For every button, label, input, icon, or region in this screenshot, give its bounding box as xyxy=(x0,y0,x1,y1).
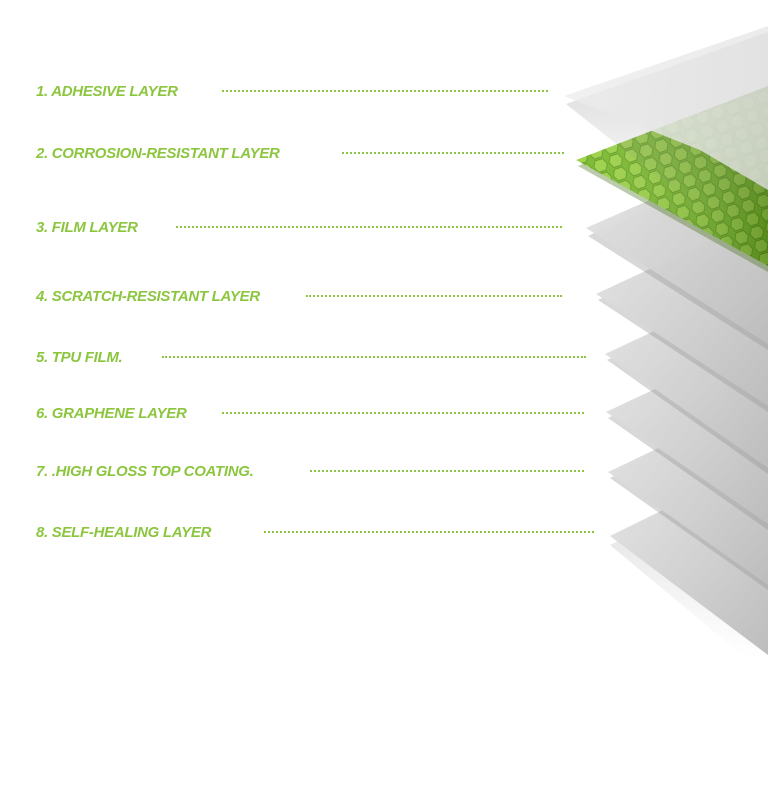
layer-label-1: 1. ADHESIVE LAYER xyxy=(36,82,178,100)
layer-label-3: 3. FILM LAYER xyxy=(36,218,138,236)
leader-line-7 xyxy=(310,470,584,472)
layer-label-row-4: 4. SCRATCH-RESISTANT LAYER xyxy=(36,285,562,307)
layer-label-2: 2. CORROSION-RESISTANT LAYER xyxy=(36,144,280,162)
layer-label-row-1: 1. ADHESIVE LAYER xyxy=(36,80,548,102)
layer-label-row-7: 7. .HIGH GLOSS TOP COATING. xyxy=(36,460,584,482)
layer-label-6: 6. GRAPHENE LAYER xyxy=(36,404,187,422)
leader-line-8 xyxy=(264,531,594,533)
layer-label-row-8: 8. SELF-HEALING LAYER xyxy=(36,521,594,543)
leader-line-1 xyxy=(222,90,548,92)
layer-label-5: 5. TPU FILM. xyxy=(36,348,123,366)
layer-label-8: 8. SELF-HEALING LAYER xyxy=(36,523,212,541)
layer-label-7: 7. .HIGH GLOSS TOP COATING. xyxy=(36,462,254,480)
layer-label-4: 4. SCRATCH-RESISTANT LAYER xyxy=(36,287,260,305)
leader-line-5 xyxy=(162,356,586,358)
leader-line-4 xyxy=(306,295,562,297)
layer-label-row-2: 2. CORROSION-RESISTANT LAYER xyxy=(36,142,564,164)
layer-label-row-5: 5. TPU FILM. xyxy=(36,346,586,368)
layer-sheet-1 xyxy=(564,26,768,226)
leader-line-6 xyxy=(222,412,584,414)
leader-line-3 xyxy=(176,226,562,228)
leader-line-2 xyxy=(342,152,564,154)
layer-label-row-3: 3. FILM LAYER xyxy=(36,216,562,238)
layer-label-row-6: 6. GRAPHENE LAYER xyxy=(36,402,584,424)
